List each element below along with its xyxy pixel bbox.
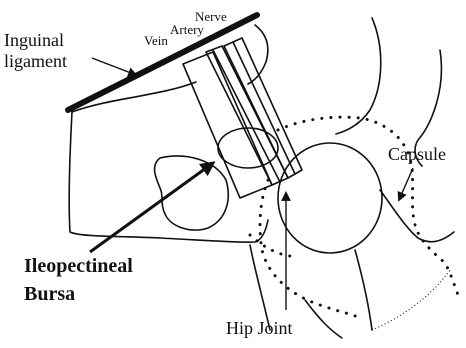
femur-lower-outline xyxy=(355,250,372,330)
obturator-foramen xyxy=(155,156,229,230)
label-ligament: ligament xyxy=(4,51,67,71)
label-inguinal: Inguinal xyxy=(4,30,64,50)
inguinal-pointer-line xyxy=(92,58,136,75)
label-vein: Vein xyxy=(144,33,168,48)
ilium-crest xyxy=(248,25,268,84)
capsule-pointer-arrow xyxy=(399,168,413,200)
ischium-line xyxy=(305,300,342,338)
bursa-pointer-arrow xyxy=(90,163,213,252)
label-ileopectineal: Ileopectineal xyxy=(24,255,133,277)
ilium-outline xyxy=(69,112,268,242)
inguinal-ligament xyxy=(68,15,257,110)
greater-trochanter-dotted xyxy=(372,270,450,330)
label-capsule: Capsule xyxy=(388,144,446,164)
label-bursa: Bursa xyxy=(24,283,75,305)
joint-capsule-lower xyxy=(250,235,290,256)
label-hip-joint: Hip Joint xyxy=(226,318,293,338)
label-artery: Artery xyxy=(170,22,204,37)
femoral-nerve xyxy=(224,38,302,178)
femoral-head xyxy=(278,143,382,253)
